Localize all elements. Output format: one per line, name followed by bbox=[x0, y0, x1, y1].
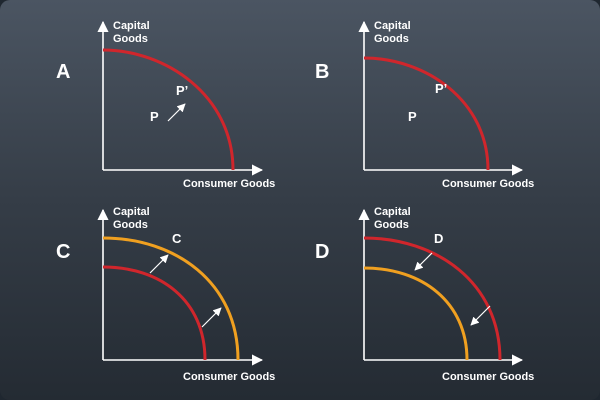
ppf-curve-original bbox=[102, 265, 207, 361]
ppf-curve bbox=[363, 56, 490, 171]
ppf-curve-shifted bbox=[102, 236, 240, 361]
panel-b: B Capital Goods Consumer Goods P’ P bbox=[315, 20, 534, 190]
y-axis-label-line2: Goods bbox=[374, 219, 409, 231]
x-axis-label: Consumer Goods bbox=[442, 178, 534, 190]
panel-letter-b: B bbox=[315, 61, 329, 83]
ppf-curve bbox=[102, 48, 235, 171]
y-axis-label-line2: Goods bbox=[374, 33, 409, 45]
y-axis-label-line1: Capital bbox=[113, 206, 150, 218]
inward-arrow bbox=[414, 252, 433, 271]
point-p-label: P bbox=[150, 109, 159, 124]
ppf-curve-original bbox=[363, 236, 502, 361]
y-axis-label-line2: Goods bbox=[113, 33, 148, 45]
point-p-prime-label: P’ bbox=[435, 81, 447, 96]
panel-d: D Capital Goods Consumer Goods D bbox=[315, 206, 534, 383]
x-axis-label: Consumer Goods bbox=[183, 371, 275, 383]
curve-c-label: C bbox=[172, 231, 182, 246]
outward-arrow bbox=[201, 307, 222, 328]
y-axis-label-line1: Capital bbox=[374, 20, 411, 32]
inward-arrow bbox=[470, 305, 491, 326]
panel-letter-c: C bbox=[56, 241, 70, 263]
outward-arrow bbox=[149, 254, 169, 274]
panel-letter-d: D bbox=[315, 241, 329, 263]
x-axis-label: Consumer Goods bbox=[183, 178, 275, 190]
panel-c: C Capital Goods Consumer Goods C bbox=[56, 206, 275, 383]
panel-a: A Capital Goods Consumer Goods P P’ bbox=[56, 20, 275, 190]
movement-arrow bbox=[167, 103, 186, 122]
point-p-label: P bbox=[408, 109, 417, 124]
point-p-prime-label: P’ bbox=[176, 83, 188, 98]
x-axis-label: Consumer Goods bbox=[442, 371, 534, 383]
panel-letter-a: A bbox=[56, 61, 70, 83]
y-axis-label-line1: Capital bbox=[374, 206, 411, 218]
curve-d-label: D bbox=[434, 231, 443, 246]
y-axis-label-line2: Goods bbox=[113, 219, 148, 231]
ppf-curve-shifted bbox=[363, 266, 469, 361]
y-axis-label-line1: Capital bbox=[113, 20, 150, 32]
